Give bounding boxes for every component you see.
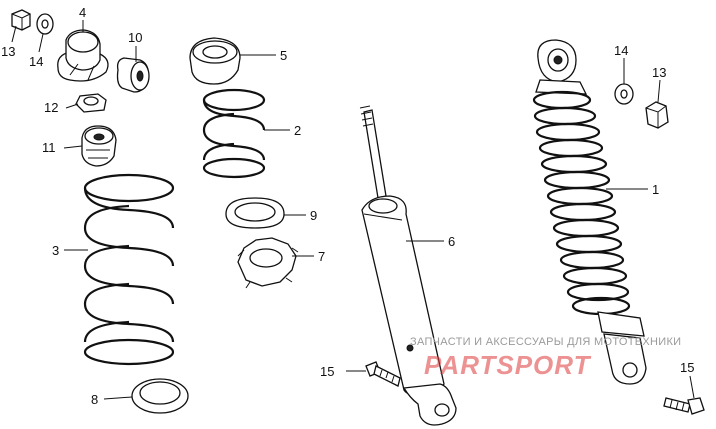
callout-8: 8 (91, 392, 98, 407)
part-7-stopper-plate (237, 237, 299, 289)
part-12-nut (75, 93, 107, 113)
part-15-bolt-left (365, 361, 401, 387)
part-11-adjuster (81, 125, 117, 167)
callout-15-left: 15 (320, 364, 334, 379)
watermark-tagline: ЗАПЧАСТИ И АКСЕССУАРЫ ДЛЯ МОТОТЕХНИКИ (410, 336, 681, 348)
callout-14-right: 14 (614, 43, 628, 58)
part-5-upper-spring-seat (189, 37, 241, 85)
callout-13-left: 13 (1, 44, 15, 59)
callout-5: 5 (280, 48, 287, 63)
callout-10: 10 (128, 30, 142, 45)
part-14-washer-left (36, 13, 54, 35)
part-1-spring-coils (532, 90, 631, 316)
part-13-cap-nut-right (645, 101, 669, 129)
leader-lines (11, 20, 695, 400)
callout-7: 7 (318, 249, 325, 264)
callout-11: 11 (42, 140, 56, 155)
part-13-cap-nut-left (11, 9, 31, 31)
part-4-upper-joint (57, 29, 109, 82)
part-15-bolt-right (663, 397, 705, 415)
callout-6: 6 (448, 234, 455, 249)
part-6-damper-unit (359, 105, 457, 426)
part-8-seat-ring (131, 378, 189, 414)
callout-labels: 13 14 4 10 12 11 3 8 5 2 9 7 6 15 1 14 1… (1, 5, 694, 407)
callout-15-right: 15 (680, 360, 694, 375)
part-2-coil-spring-medium (202, 88, 266, 179)
part-1-shock-assembly (532, 39, 647, 385)
part-14-washer-right (614, 83, 634, 105)
callout-2: 2 (294, 123, 301, 138)
part-3-coil-spring-large (83, 173, 175, 366)
callout-13-right: 13 (652, 65, 666, 80)
watermark: ЗАПЧАСТИ И АКСЕССУАРЫ ДЛЯ МОТОТЕХНИКИ PA… (410, 336, 681, 380)
callout-12: 12 (44, 100, 58, 115)
watermark-logo: PARTSPORT (424, 350, 592, 380)
callout-3: 3 (52, 243, 59, 258)
part-9-seat-ring (225, 197, 285, 229)
part-10-rubber-bushing (116, 57, 150, 93)
callout-14-left: 14 (29, 54, 43, 69)
callout-4: 4 (79, 5, 86, 20)
callout-9: 9 (310, 208, 317, 223)
callout-1: 1 (652, 182, 659, 197)
